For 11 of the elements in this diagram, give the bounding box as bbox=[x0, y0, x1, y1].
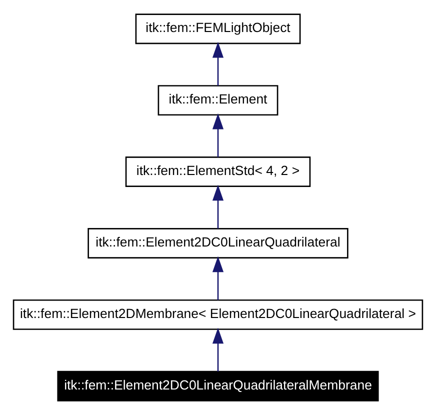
node-box: itk::fem::Element bbox=[158, 85, 278, 116]
arrow bbox=[212, 328, 224, 372]
arrow bbox=[212, 184, 224, 229]
arrow bbox=[212, 113, 224, 158]
arrow bbox=[212, 256, 224, 300]
arrow bbox=[212, 42, 224, 86]
node-box: itk::fem::Element2DC0LinearQuadrilateral bbox=[88, 228, 348, 258]
node-box: itk::fem::FEMLightObject bbox=[135, 14, 301, 44]
node-box: itk::fem::ElementStd< 4, 2 > bbox=[125, 156, 311, 187]
node-box: itk::fem::Element2DC0LinearQuadrilateralMembrane bbox=[57, 370, 379, 402]
node-box: itk::fem::Element2DMembrane< Element2DC0LinearQuadrilateral > bbox=[12, 299, 424, 330]
